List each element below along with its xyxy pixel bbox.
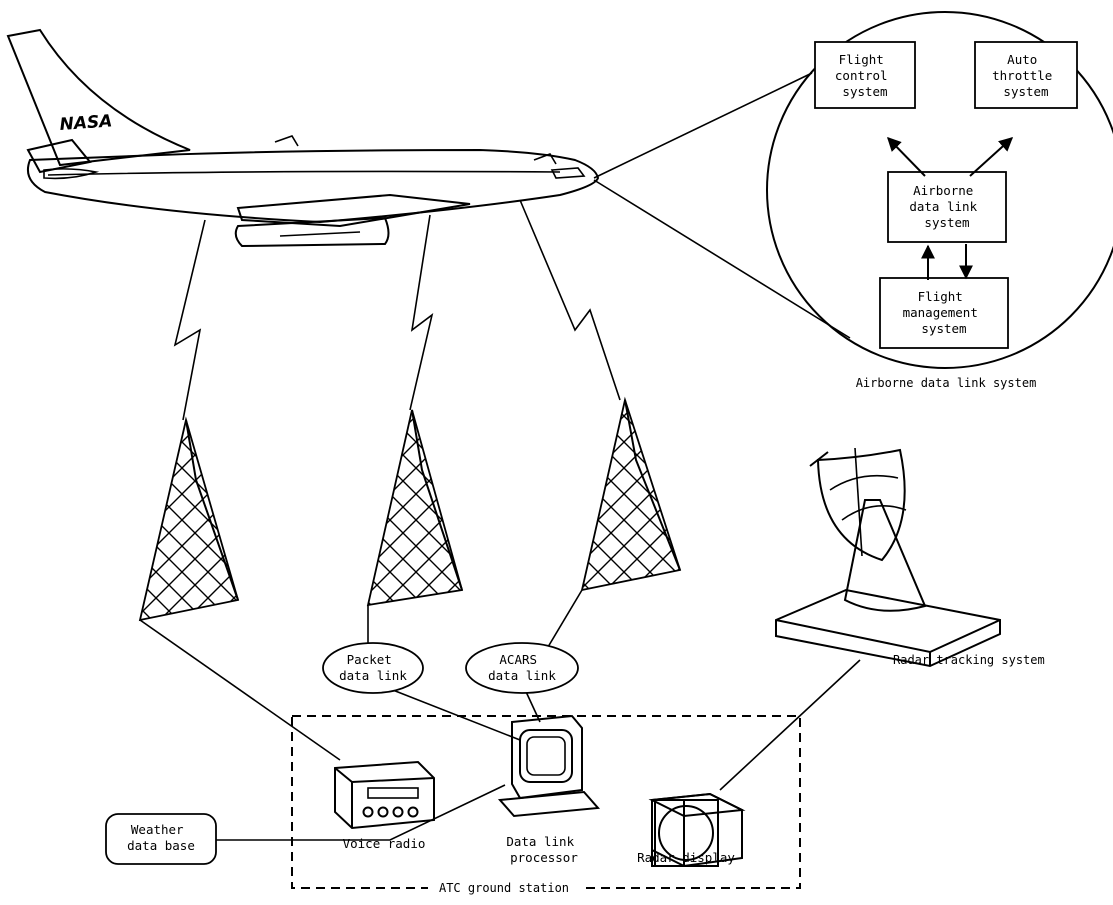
weather-db-box (105, 813, 217, 865)
flight-control-box (814, 41, 916, 109)
arrow-to-flight-control (887, 136, 926, 177)
flight-control-label: Flight control system (835, 52, 895, 99)
data-link-processor-icon (497, 714, 601, 818)
auto-throttle-box (974, 41, 1078, 109)
radar-display-label: Radar display (637, 850, 735, 865)
inset-caption: Airborne data link system (856, 376, 1037, 390)
line-weather-to-processor (216, 784, 506, 841)
data-link-processor-label: Data link processor (506, 834, 581, 865)
line-tower-to-acars (544, 589, 583, 653)
line-radar-to-display (719, 659, 861, 791)
radar-tracking-system (775, 447, 1001, 668)
radio-link-packet (409, 214, 434, 411)
packet-link-label: Packet data link (339, 652, 407, 683)
ground-station-label: ATC ground station (439, 881, 569, 895)
airborne-dls-label: Airborne data link system (909, 183, 984, 230)
voice-radio-label: Voice radio (343, 836, 426, 851)
inset-pointer-top (593, 72, 813, 179)
airborne-dls-box (887, 171, 1007, 243)
line-packet-to-processor (374, 682, 521, 741)
line-tower-to-voice-radio (139, 619, 341, 761)
ground-station-label-bg (428, 878, 580, 896)
nasa-logo: NASA (59, 111, 113, 135)
radio-link-acars (519, 199, 621, 401)
tower-packet (366, 409, 464, 607)
packet-link-oval (322, 642, 424, 694)
acars-link-label: ACARS data link (488, 652, 556, 683)
fms-label: Flight management system (903, 289, 986, 336)
aircraft-illustration: NASA (6, 28, 600, 248)
fms-box (879, 277, 1009, 349)
radar-display-icon (648, 792, 746, 868)
tower-acars (580, 396, 682, 592)
weather-db-label: Weather data base (127, 822, 195, 853)
auto-throttle-label: Auto throttle system (992, 52, 1060, 99)
radio-link-voice (173, 219, 206, 421)
acars-link-oval (465, 642, 579, 694)
inset-block-diagram: Flight control system Auto throttle syst… (814, 41, 1078, 349)
inset-magnifier (766, 11, 1113, 369)
inset-pointer-bottom (593, 179, 851, 339)
tower-voice (138, 416, 240, 622)
voice-radio-icon (334, 760, 435, 830)
radar-tracking-label: Radar tracking system (893, 653, 1045, 667)
arrow-to-auto-throttle (969, 137, 1014, 177)
